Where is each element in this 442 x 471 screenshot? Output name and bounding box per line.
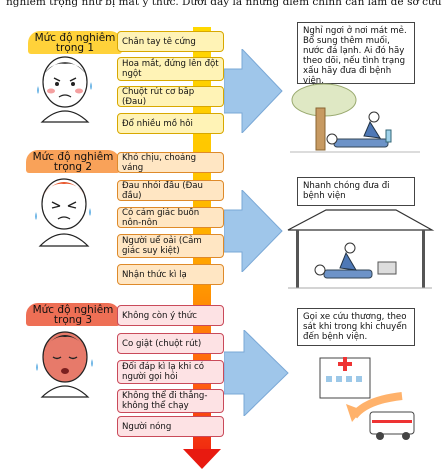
arrow-level-2 [224,190,284,272]
symptom-3-5: Người nóng [117,416,224,437]
arrow-level-3 [224,330,290,416]
action-level-1: Nghỉ ngơi ở nơi mát mẻ. Bổ sung thêm muố… [297,22,415,86]
sweating-face-icon [37,56,92,123]
symptom-1-3: Chuột rút cơ bắp (Đau) [117,86,224,107]
tent-first-aid-illustration [287,209,435,289]
arrow-level-1 [224,49,284,133]
symptom-3-4: Không thể đi thẳng-không thể chạy [117,389,224,413]
symptom-3-1: Không còn ý thức [117,305,224,326]
symptom-2-4: Người uể oải (Cảm giác suy kiệt) [117,234,224,258]
action-level-3: Gọi xe cứu thương, theo sát khi trong kh… [297,308,415,346]
symptom-2-5: Nhận thức kì lạ [117,264,224,285]
symptom-2-3: Có cảm giác buồn nôn-nôn [117,207,224,228]
symptom-3-3: Đối đáp kì lạ khi có người gọi hỏi [117,360,224,384]
hospital-ambulance-illustration [319,357,415,440]
severity-arrow-head [183,449,221,469]
resting-under-tree-illustration [290,83,420,153]
symptom-1-2: Hoa mắt, đứng lên đột ngột [117,57,224,81]
symptom-2-1: Khó chịu, choáng váng [117,152,224,173]
action-level-2: Nhanh chóng đưa đi bệnh viện [297,177,415,206]
symptom-1-1: Chân tay tê cứng [117,31,224,52]
symptom-2-2: Đau nhói đầu (Đau đầu) [117,180,224,201]
symptom-3-2: Co giật (chuột rút) [117,333,224,354]
dizzy-face-icon [35,178,91,247]
symptom-1-4: Đổ nhiều mồ hôi [117,113,224,134]
intro-text: nghiêm trọng như bị mất ý thức. Dưới đây… [6,0,442,8]
unconscious-face-icon [36,331,93,398]
